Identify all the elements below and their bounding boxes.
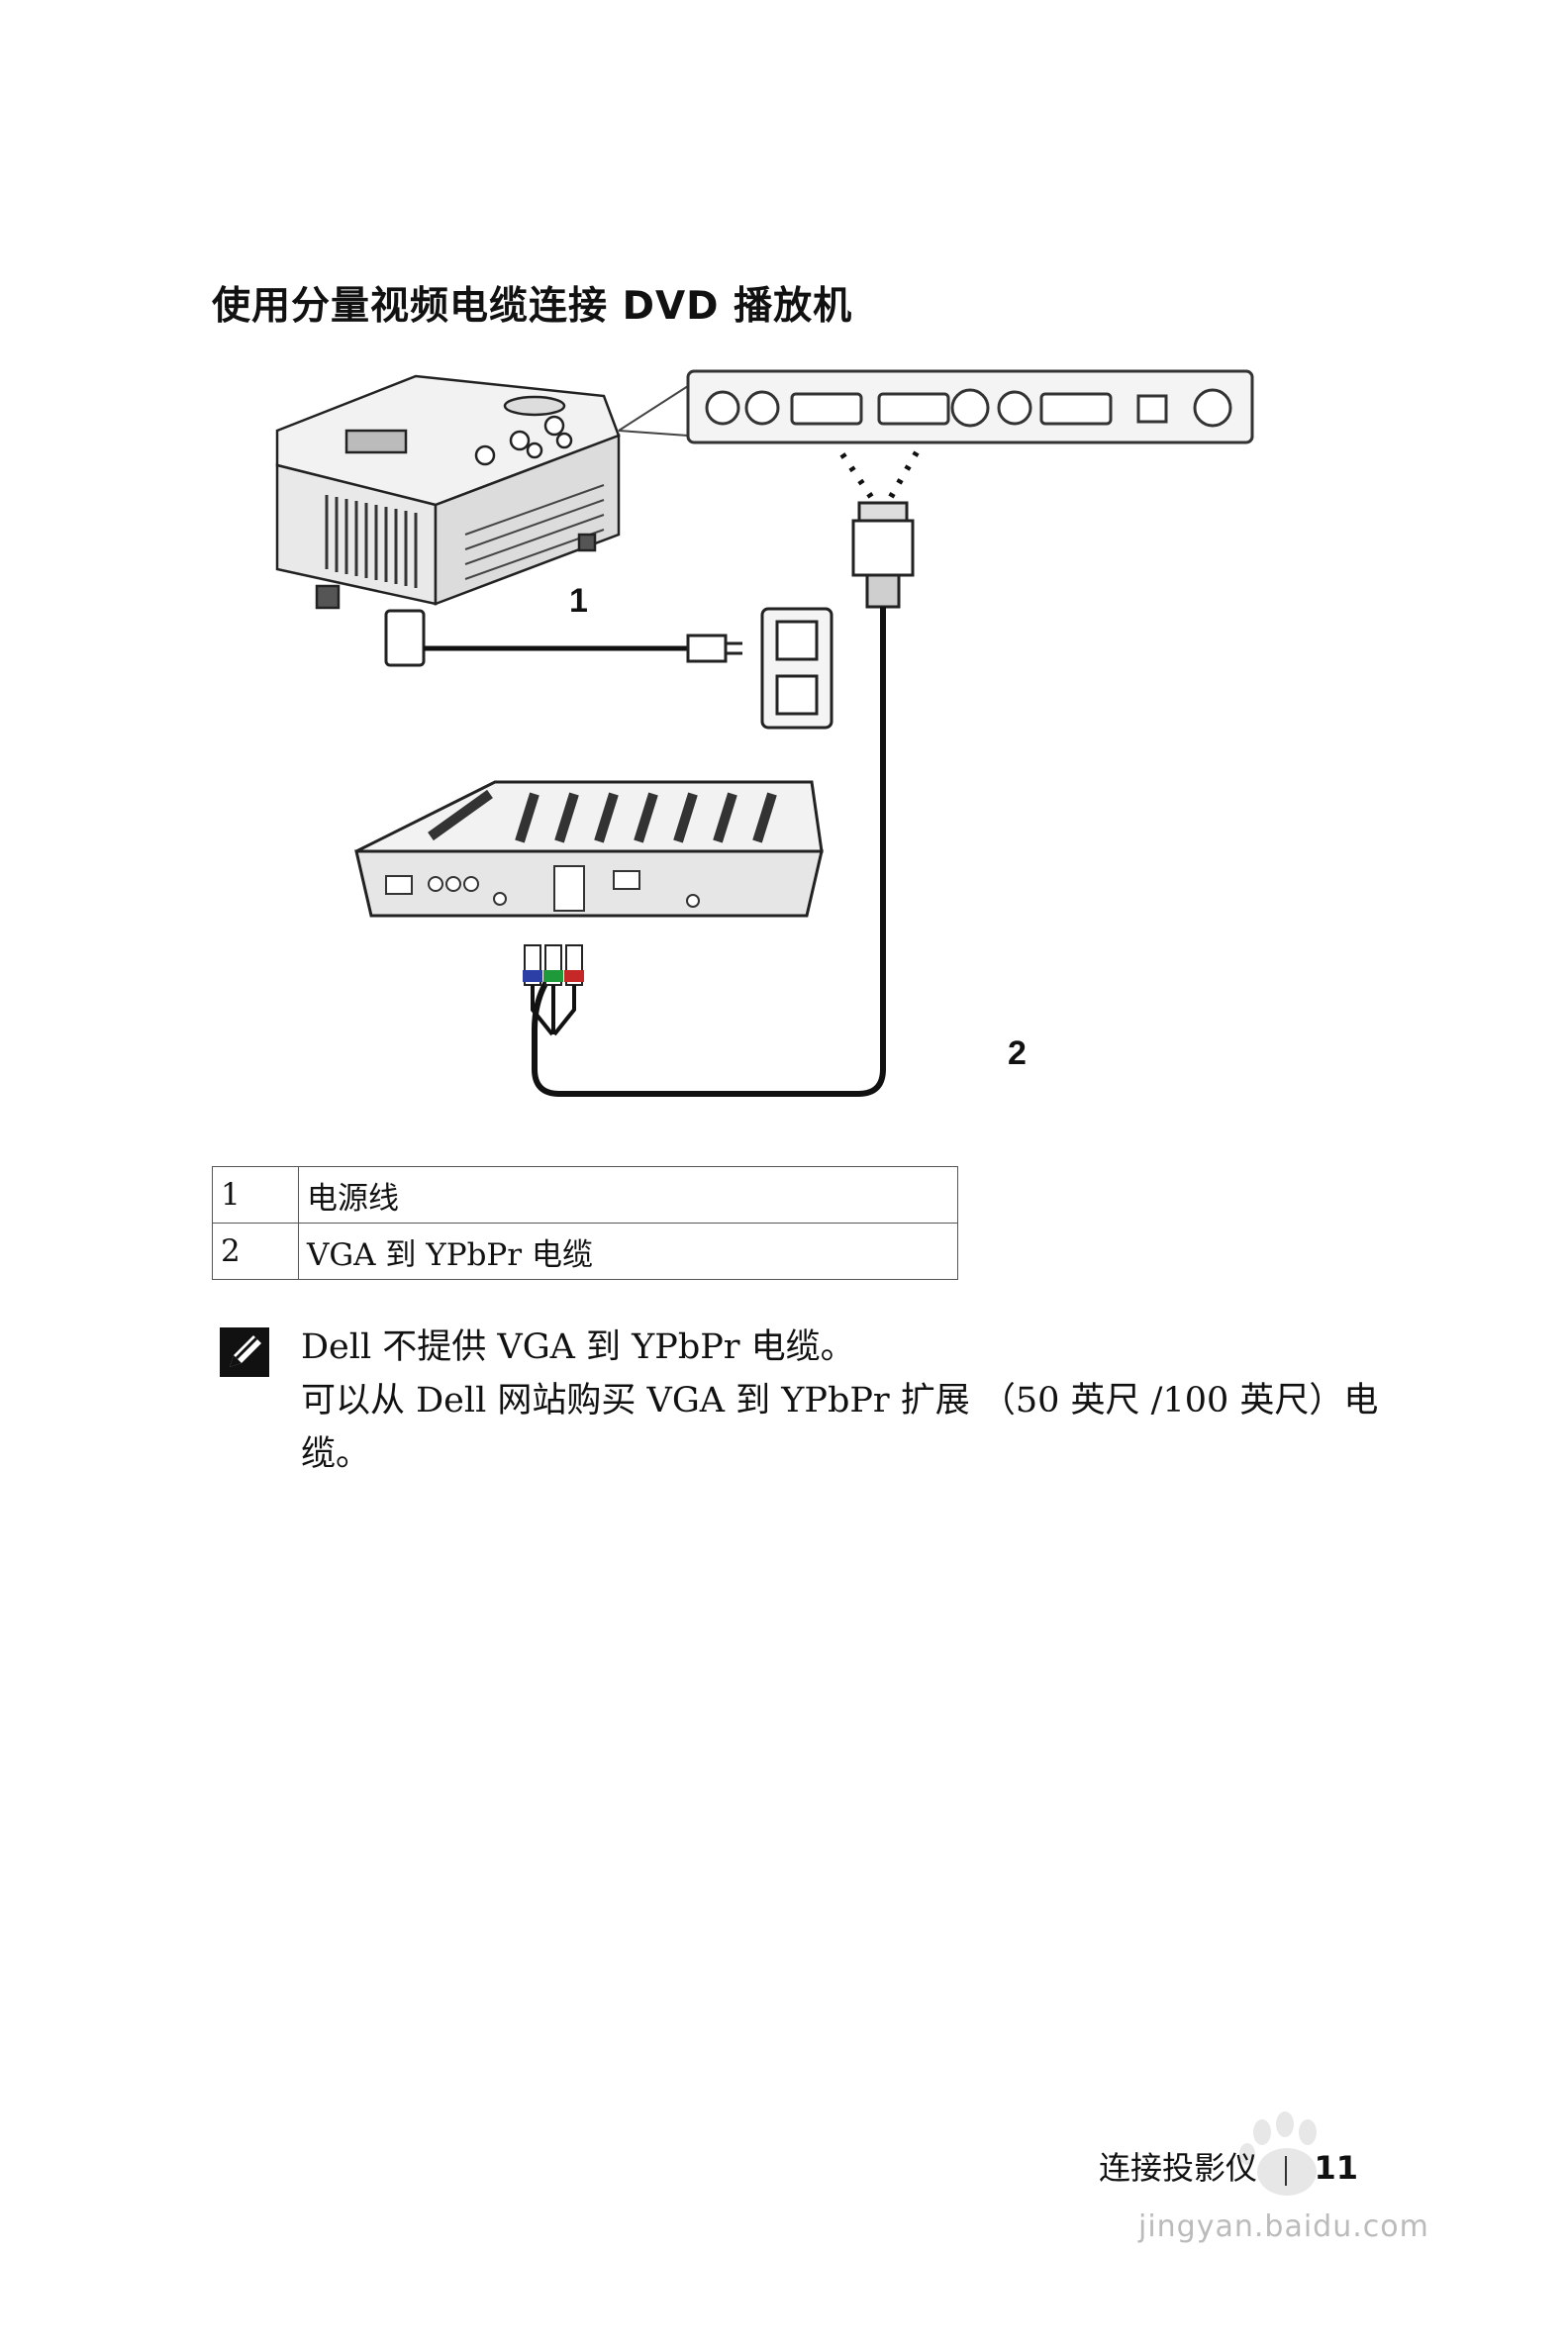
dvd-player-illustration: [354, 780, 824, 918]
baidu-watermark-logo: [1239, 2111, 1317, 2196]
footer-divider: [1285, 2155, 1287, 2186]
projector-illustration: [275, 374, 621, 610]
callout-1: 1: [569, 582, 588, 620]
connector-panel: [618, 369, 1254, 444]
vga-plug: [851, 501, 915, 609]
legend-number: 2: [212, 1223, 299, 1280]
connection-diagram: 2 1: [275, 369, 1254, 1097]
note-text: Dell 不提供 VGA 到 YPbPr 电缆。 可以从 Dell 网站购买 V…: [301, 1321, 1410, 1481]
table-row: 2 VGA 到 YPbPr 电缆: [212, 1223, 958, 1280]
page-number: 11: [1314, 2149, 1359, 2187]
wall-outlet: [760, 607, 833, 730]
power-cord: [384, 609, 742, 667]
footer-section-title: 连接投影仪: [1099, 2149, 1258, 2187]
watermark-url: jingyan.baidu.com: [1138, 2209, 1429, 2244]
table-row: 1 电源线: [212, 1166, 958, 1224]
legend-label: 电源线: [298, 1166, 958, 1224]
note-line-2: 可以从 Dell 网站购买 VGA 到 YPbPr 扩展 （50 英尺 /100…: [301, 1381, 1379, 1474]
vga-connector-arrows: [833, 443, 924, 499]
legend-table: 1 电源线 2 VGA 到 YPbPr 电缆: [212, 1166, 958, 1280]
legend-number: 1: [212, 1166, 299, 1224]
rca-plugs: [523, 944, 584, 1036]
legend-label: VGA 到 YPbPr 电缆: [298, 1223, 958, 1280]
page-footer: 连接投影仪 11: [1099, 2143, 1358, 2189]
callout-2: 2: [1008, 1034, 1027, 1072]
note-pencil-icon: [220, 1327, 269, 1377]
section-heading: 使用分量视频电缆连接 DVD 播放机: [212, 284, 853, 329]
component-cable: [532, 607, 886, 1097]
note-line-1: Dell 不提供 VGA 到 YPbPr 电缆。: [301, 1327, 855, 1367]
